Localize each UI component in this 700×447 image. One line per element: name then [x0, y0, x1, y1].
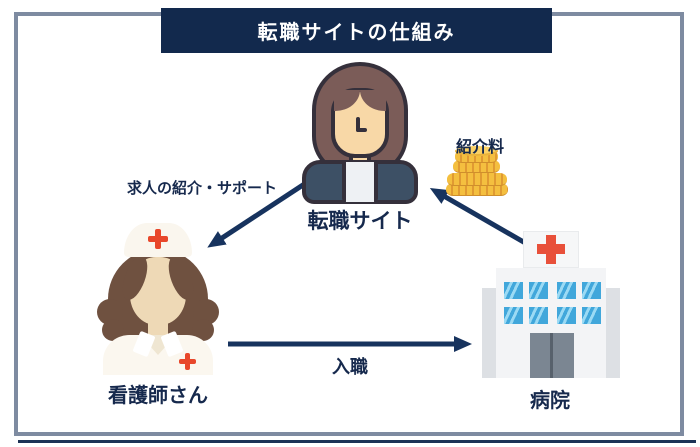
coin-top: [455, 146, 498, 156]
diagram-title-text: 転職サイトの仕組み: [257, 22, 456, 44]
diagram-title: 転職サイトの仕組み: [161, 8, 552, 53]
nose-base: [356, 128, 367, 132]
support-label: 求人の紹介・サポート: [126, 180, 277, 197]
window: [504, 282, 523, 299]
window: [582, 282, 601, 299]
hospital-label: 病院: [530, 390, 570, 412]
fee-label: 紹介料: [455, 139, 504, 156]
window: [504, 307, 523, 324]
hair-curl: [102, 319, 124, 341]
hospital-wing-left: [482, 288, 496, 378]
hospital-wing-right: [606, 288, 620, 378]
coins-icon: [446, 146, 508, 196]
coin: [453, 160, 500, 173]
shirt: [342, 162, 378, 202]
window: [582, 307, 601, 324]
bottom-divider: [18, 440, 696, 443]
hair-curl: [192, 319, 214, 341]
red-cross-icon: [148, 236, 168, 242]
hospital-icon: [482, 231, 620, 378]
red-cross-icon: [537, 244, 565, 254]
join-label: 入職: [332, 357, 368, 377]
hospital-door-split: [550, 333, 553, 378]
window: [557, 307, 576, 324]
nurse-label: 看護師さん: [108, 385, 208, 407]
window: [529, 307, 548, 324]
window: [557, 282, 576, 299]
red-cross-icon: [179, 359, 196, 364]
coin: [447, 173, 507, 186]
agent-label: 転職サイト: [307, 210, 413, 233]
nose: [356, 117, 360, 132]
businesswoman-icon: [296, 62, 424, 204]
nurse-icon: [97, 223, 219, 375]
coin: [446, 183, 508, 196]
window: [529, 282, 548, 299]
